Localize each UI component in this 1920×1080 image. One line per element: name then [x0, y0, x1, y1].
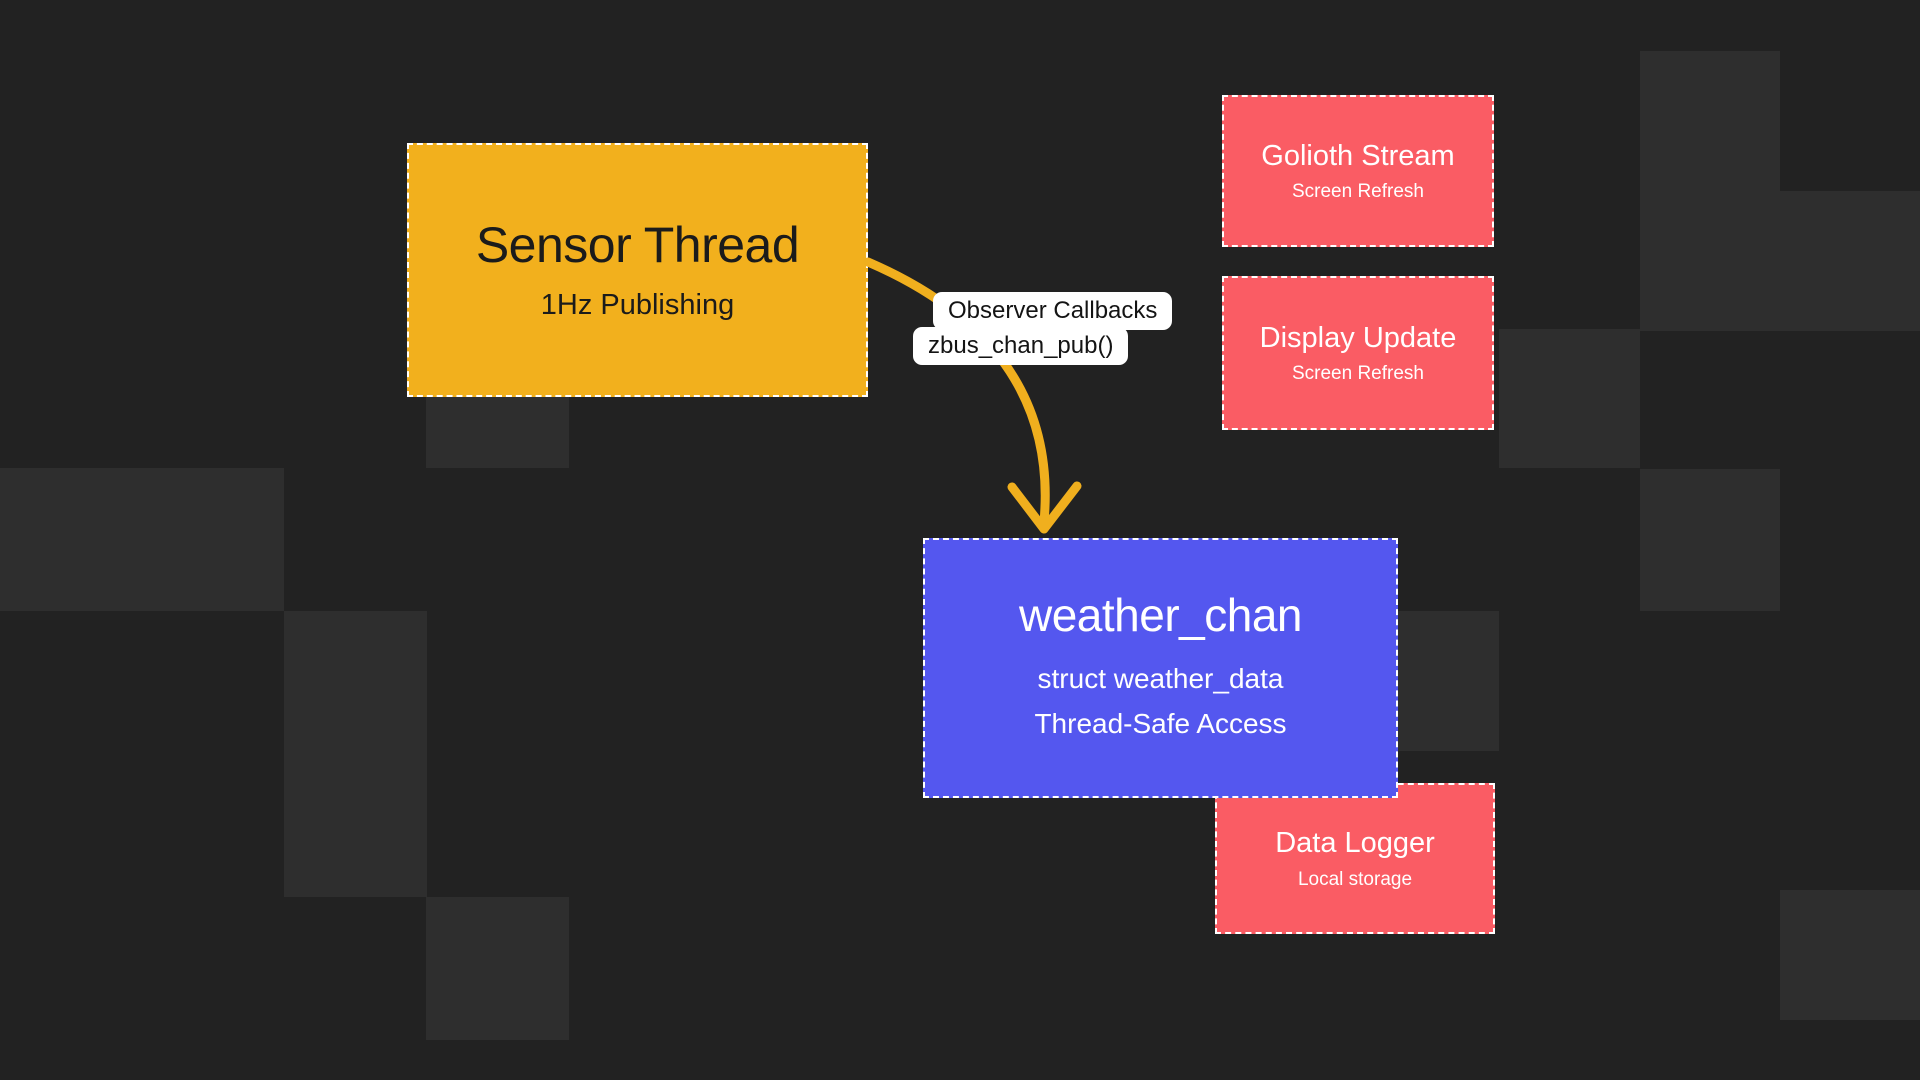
data-logger-subtitle: Local storage — [1297, 868, 1413, 890]
background-tile — [1640, 469, 1780, 611]
background-tile — [0, 468, 284, 611]
background-tile — [1640, 51, 1780, 331]
background-tile — [1780, 890, 1920, 1020]
display-update-title: Display Update — [1259, 321, 1457, 354]
display-update-subtitle: Screen Refresh — [1291, 363, 1424, 385]
data-logger-node: Data Logger Local storage — [1215, 783, 1495, 934]
background-tile — [426, 897, 569, 1040]
background-tile — [1499, 329, 1640, 468]
background-tile — [1780, 191, 1920, 331]
data-logger-title: Data Logger — [1275, 827, 1435, 860]
weather-chan-access-line: Thread-Safe Access — [1034, 708, 1287, 740]
golioth-stream-title: Golioth Stream — [1261, 139, 1455, 172]
sensor-thread-title: Sensor Thread — [475, 217, 800, 273]
background-tile — [284, 611, 427, 897]
publish-arrowhead-icon — [1007, 481, 1082, 534]
sensor-thread-subtitle: 1Hz Publishing — [540, 289, 735, 321]
weather-chan-node: weather_chan struct weather_data Thread-… — [923, 538, 1398, 798]
sensor-thread-node: Sensor Thread 1Hz Publishing — [407, 143, 868, 397]
golioth-stream-subtitle: Screen Refresh — [1291, 181, 1424, 203]
zbus-chan-pub-label: zbus_chan_pub() — [913, 327, 1129, 365]
golioth-stream-node: Golioth Stream Screen Refresh — [1222, 95, 1494, 247]
observer-callbacks-label: Observer Callbacks — [933, 292, 1173, 330]
weather-chan-struct-line: struct weather_data — [1037, 663, 1284, 695]
display-update-node: Display Update Screen Refresh — [1222, 276, 1494, 430]
weather-chan-title: weather_chan — [1019, 589, 1302, 642]
